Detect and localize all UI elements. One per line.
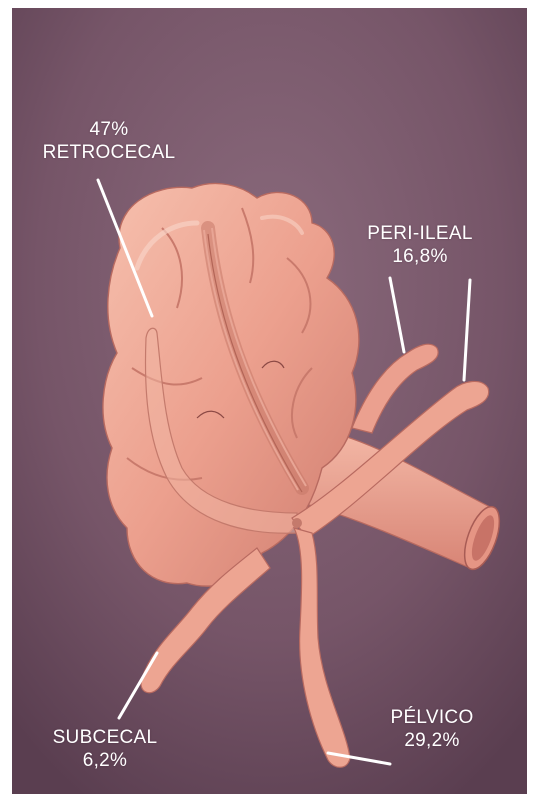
appendix-base (292, 518, 302, 528)
subcecal-percent: 6,2% (40, 749, 170, 772)
label-retrocecal: 47% RETROCECAL (34, 118, 184, 164)
retrocecal-percent: 47% (34, 118, 184, 141)
retrocecal-name: RETROCECAL (34, 141, 184, 164)
illustration-frame: 47% RETROCECAL PERI-ILEAL 16,8% SUBCECAL… (12, 8, 527, 794)
label-peri-ileal: PERI-ILEAL 16,8% (350, 222, 490, 268)
label-pelvico: PÉLVICO 29,2% (377, 706, 487, 752)
peri-ileal-name: PERI-ILEAL (350, 222, 490, 245)
peri-ileal-percent: 16,8% (350, 245, 490, 268)
pelvico-name: PÉLVICO (377, 706, 487, 729)
label-subcecal: SUBCECAL 6,2% (40, 726, 170, 772)
subcecal-name: SUBCECAL (40, 726, 170, 749)
pelvico-percent: 29,2% (377, 729, 487, 752)
